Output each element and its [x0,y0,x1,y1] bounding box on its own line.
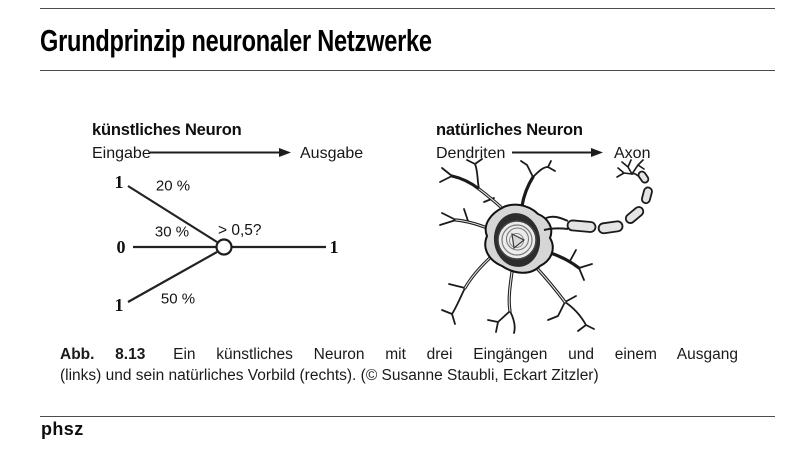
dendriten-axon-arrow [512,148,603,157]
eingabe-label: Eingabe [92,145,151,162]
weight-edges [127,185,326,303]
dendriten-label: Dendriten [436,145,506,162]
natural-neuron-heading: natürliches Neuron [436,121,583,139]
axon-label: Axon [614,145,651,162]
neuron-node [215,238,233,256]
footer-rule [40,416,775,417]
artificial-neuron-heading: künstliches Neuron [92,121,242,139]
caption-text-1: Ein künstliches Neuron mit drei Eingänge… [173,346,738,363]
page-title: Grundprinzip neuronaler Netzwerke [40,23,432,58]
caption-text-2: (links) und sein natürliches Vorbild (re… [60,367,599,384]
axon-terminal [616,159,645,178]
title-rule [40,70,775,71]
figure-caption: Abb. 8.13 Ein künstliches Neuron mit dre… [60,344,738,386]
eingabe-ausgabe-arrow [150,148,291,157]
caption-label: Abb. 8.13 [60,346,146,363]
nucleus [497,220,537,260]
phsz-logo: phsz [41,419,84,439]
threshold-label: > 0,5? [218,222,262,239]
axon-branch [543,159,653,235]
neuron-illustration [439,158,653,334]
input-value-3: 1 [115,295,124,315]
input-value-2: 0 [117,237,126,257]
nucleolus [511,232,526,250]
arrowhead-icon [591,148,603,157]
output-value: 1 [330,237,339,257]
ausgabe-label: Ausgabe [300,145,364,162]
arrowhead-icon [279,148,291,157]
top-rule [40,8,775,9]
myelin-segments [566,170,653,235]
weight-label-2: 30 % [155,224,189,241]
caption-line-1: Abb. 8.13 Ein künstliches Neuron mit dre… [60,344,738,365]
weight-label-1: 20 % [156,178,190,195]
weight-label-3: 50 % [161,291,195,308]
input-value-1: 1 [115,172,124,192]
artificial-neuron-diagram: 1 0 1 20 % 30 % 50 % > 0,5? 1 [115,172,339,315]
